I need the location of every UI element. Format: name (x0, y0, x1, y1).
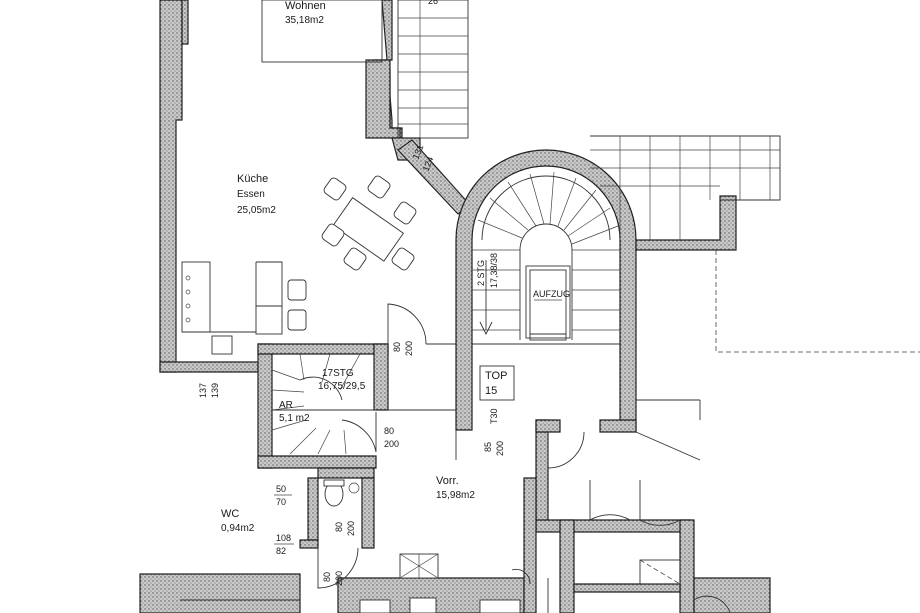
kueche-name-2: Essen (237, 189, 265, 200)
wall-right-far (693, 577, 771, 613)
elevator-label: AUFZUG (533, 289, 570, 299)
stair-main-label: 17STG (322, 368, 354, 379)
kitchen-sink (211, 335, 233, 355)
door-d-80: 80 (334, 522, 344, 532)
wall-right-col-c (559, 519, 575, 613)
spiral-stg: 2 STG (476, 260, 486, 286)
right-upper-stair (590, 135, 920, 353)
wall-wc-left (307, 477, 319, 541)
dim-137: 137 (198, 383, 208, 398)
door-b-200: 200 (384, 439, 399, 449)
dim-26: 26 (428, 0, 438, 6)
door-t30: T30 (489, 408, 499, 424)
wall-left-outer (159, 0, 183, 373)
door-b-80: 80 (384, 426, 394, 436)
upper-stair-treads (397, 0, 469, 139)
wall-diag (397, 139, 471, 215)
wc-area: 0,94m2 (221, 523, 255, 534)
kitchen-block (255, 261, 283, 307)
wall-entrance (535, 419, 561, 433)
wall-entrance-r (599, 419, 637, 433)
wohnen-area: 35,18m2 (285, 15, 324, 26)
walls (139, 0, 771, 613)
vorr-area: 15,98m2 (436, 490, 475, 501)
door-d-200: 200 (346, 521, 356, 536)
elevator-shaft (525, 265, 571, 339)
ar-stair (271, 353, 376, 455)
wall-right-bot (573, 583, 681, 593)
wc-dim-108: 108 (276, 533, 291, 543)
wall-kitchen-bottom (159, 361, 269, 373)
door-c-200: 200 (495, 441, 505, 456)
wall-ar-left (257, 343, 273, 469)
spiral-dim: 17,38/38 (489, 253, 499, 288)
wc-fixtures (323, 479, 360, 507)
ar-area: 5,1 m2 (279, 413, 310, 424)
top-box (479, 365, 515, 401)
wall-spiral-round (455, 149, 637, 431)
top-line1: TOP (485, 370, 507, 382)
door-a-80: 80 (392, 342, 402, 352)
wc-dim-70: 70 (276, 497, 286, 507)
spiral-stair (472, 171, 620, 345)
wc-dim-82: 82 (276, 546, 286, 556)
doors (317, 303, 701, 613)
wall-right-top (635, 195, 737, 251)
wc-dim-50: 50 (276, 484, 286, 494)
wall-wc-right (361, 477, 375, 549)
wall-ar-bottom (257, 455, 377, 469)
door-a-200: 200 (404, 341, 414, 356)
stair-main-dim: 16,75/29,5 (318, 381, 366, 392)
wall-bottom-left (139, 573, 301, 613)
ar-name: AR (279, 400, 293, 411)
wohnen-name: Wohnen (285, 0, 326, 12)
wall-right-col-b (535, 519, 691, 533)
wall-wc-top (317, 467, 375, 479)
kitchen-stove (255, 305, 283, 335)
wall-ar-top (257, 343, 389, 355)
wall-right-col-a (535, 419, 549, 531)
kueche-area: 25,05m2 (237, 205, 276, 216)
wall-top-left (181, 0, 189, 45)
wall-wc-bottom (299, 539, 319, 549)
bottom-cabinets (180, 553, 731, 613)
thin-lines (180, 0, 920, 613)
vorr-name: Vorr. (436, 475, 459, 487)
wohnen-area-box (261, 0, 383, 63)
wall-ar-right (373, 343, 389, 411)
door-e-80: 80 (322, 572, 332, 582)
door-c-85: 85 (483, 442, 493, 452)
dim-139: 139 (210, 383, 220, 398)
kueche-name: Küche (237, 173, 268, 185)
labels: Wohnen 35,18m2 Küche Essen 25,05m2 AR 5,… (198, 0, 570, 586)
top-line2: 15 (485, 385, 497, 397)
dining-table (332, 197, 405, 262)
door-e-200: 200 (334, 571, 344, 586)
wc-name: WC (221, 508, 239, 520)
wall-right-col-d (679, 519, 695, 613)
wall-upper-stair-a (365, 59, 401, 139)
wall-vorr-lower-left (523, 477, 537, 613)
